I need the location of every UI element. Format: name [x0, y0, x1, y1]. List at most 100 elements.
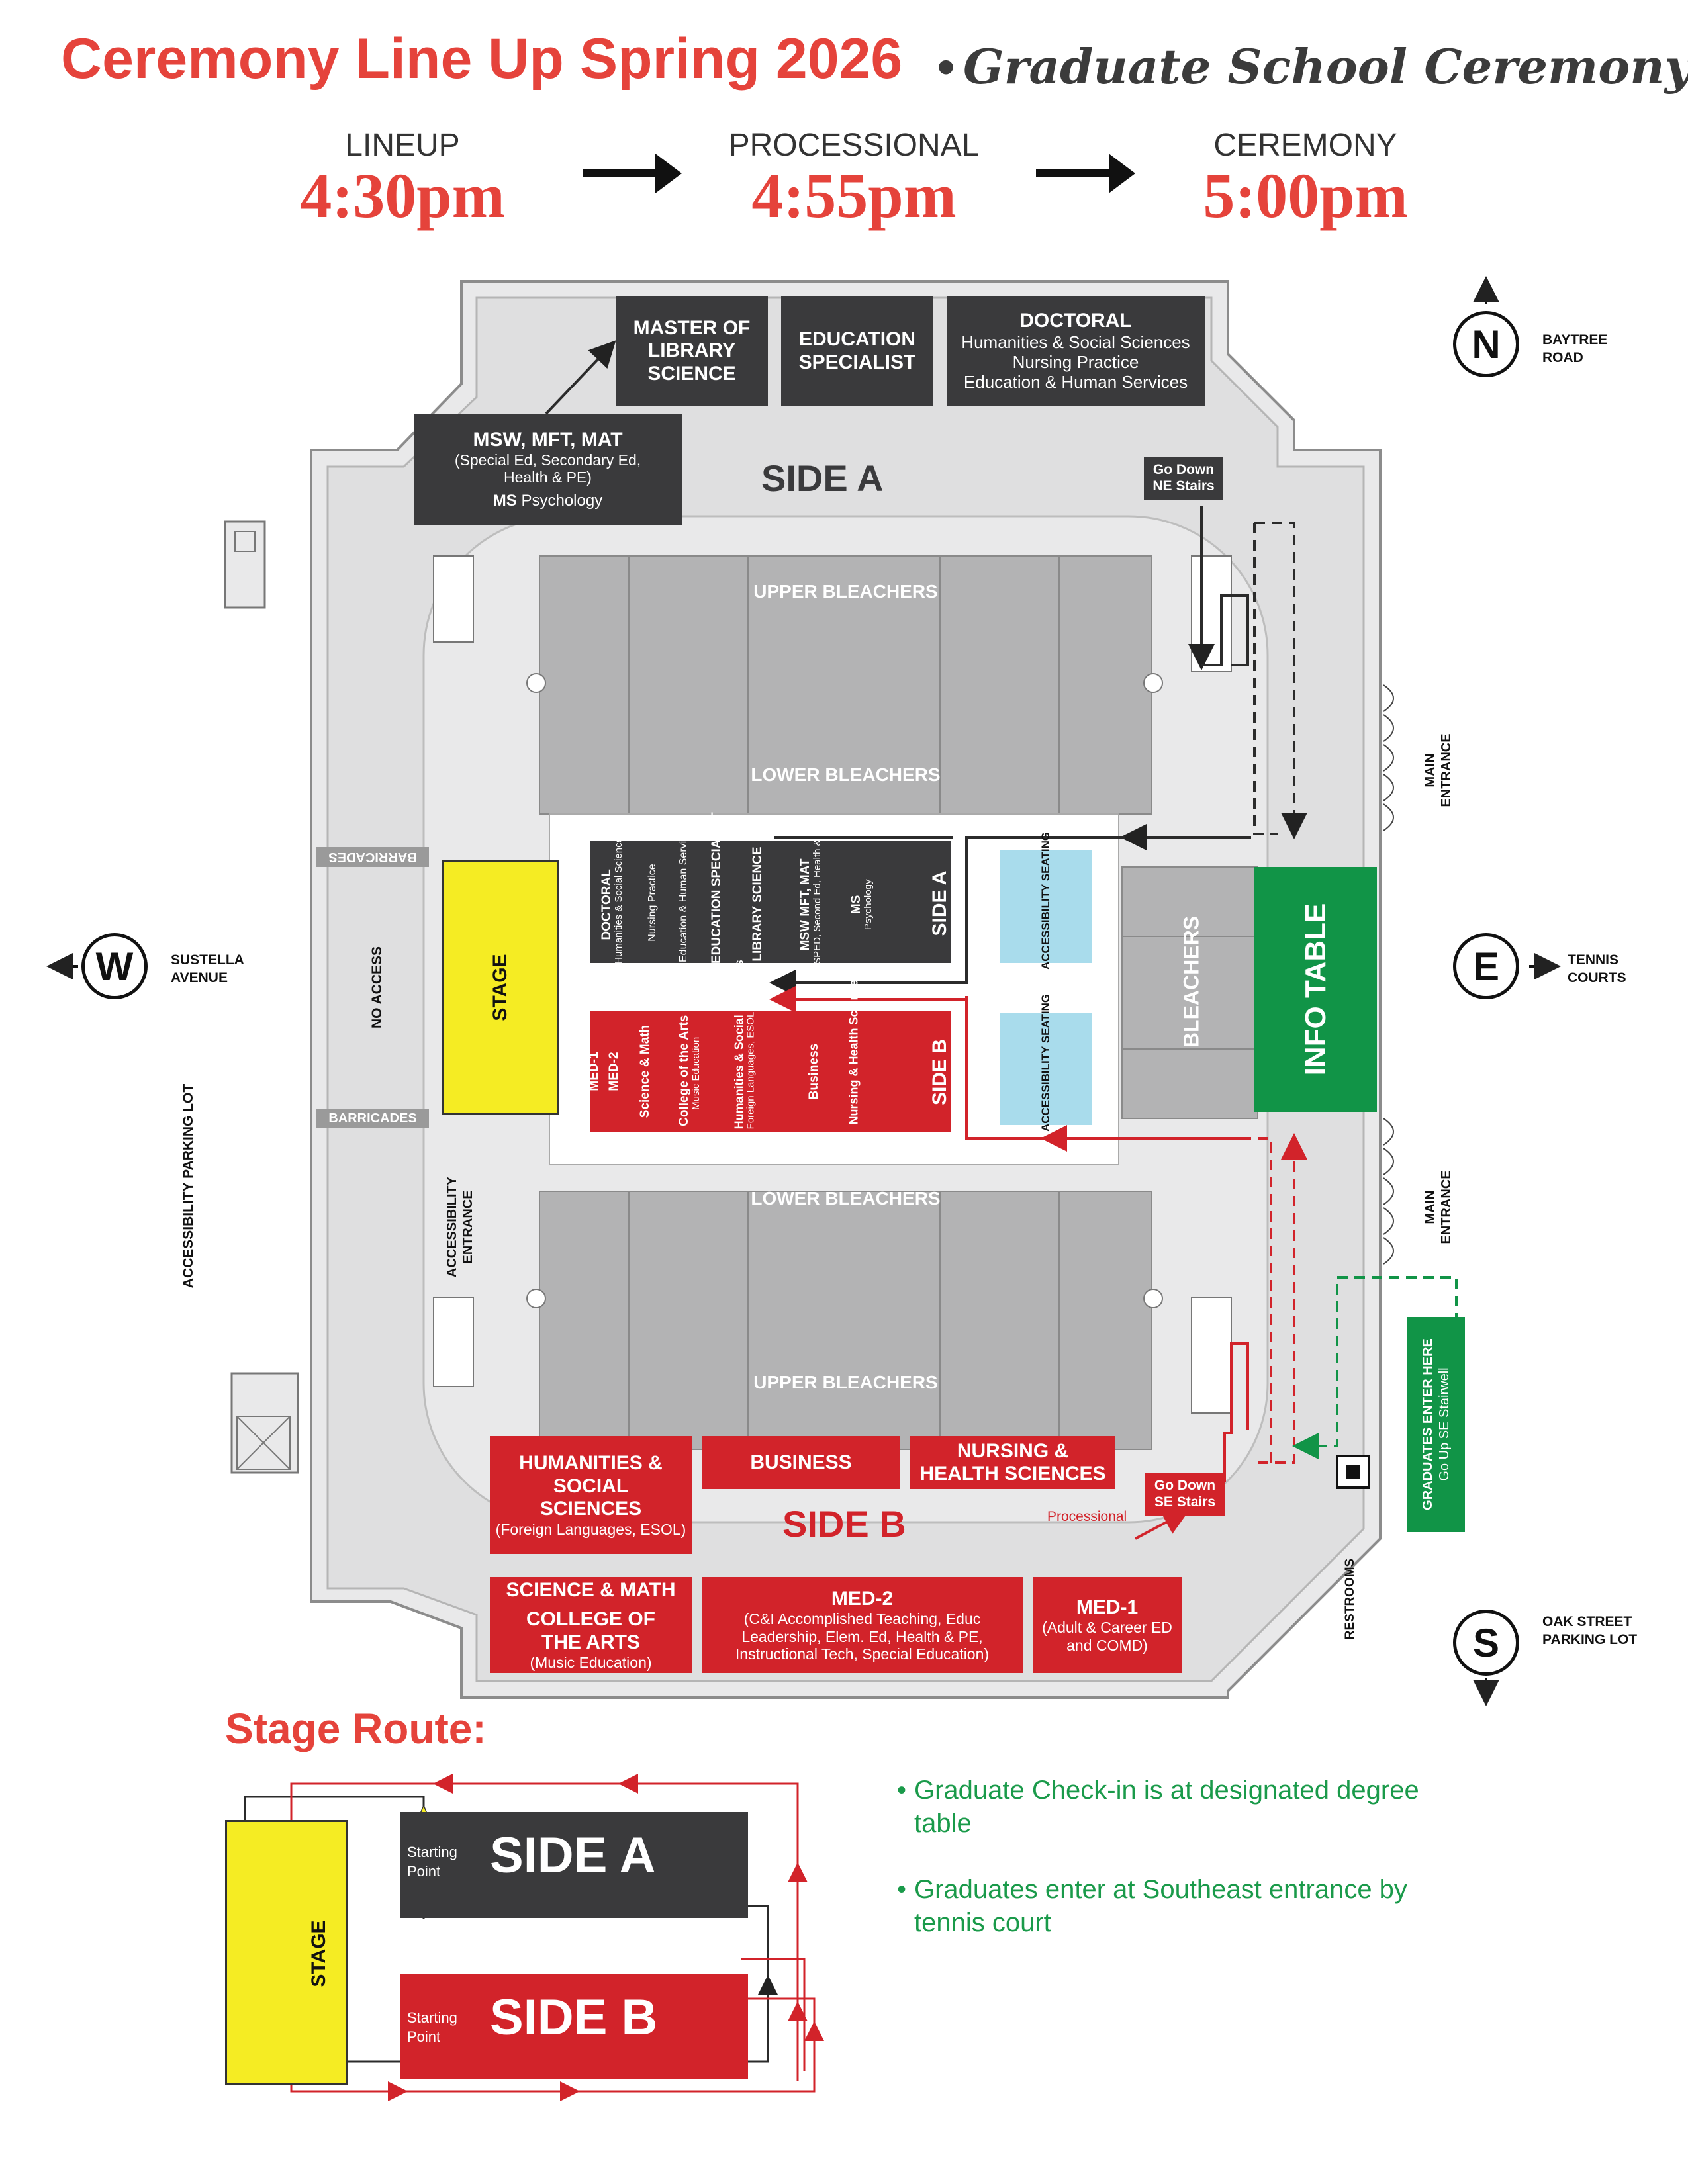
stage-route-stage [225, 1820, 348, 2085]
graduates-enter-here [1407, 1317, 1465, 1532]
floor-side-a-block [590, 841, 951, 963]
compass-south-label: OAK STREET PARKING LOT [1542, 1614, 1638, 1648]
group-science-math-label: SCIENCE & MATH [506, 1578, 676, 1601]
group-humanities-title: HUMANITIES & SOCIAL SCIENCES [519, 1452, 663, 1520]
upper-lower-bleachers-north [539, 555, 1152, 815]
group-education-specialist-label: EDUCATION SPECIALIST [798, 328, 916, 373]
group-ms-bold: MS [492, 491, 517, 510]
floor-b-col-2: Science & Math [638, 1024, 652, 1118]
floor-b-col-5: Business [807, 1043, 821, 1100]
group-med2-title: MED-2 [831, 1587, 894, 1610]
side-b-label: SIDE B [782, 1503, 906, 1545]
lower-bleachers-south-label: LOWER BLEACHERS [751, 1188, 941, 1208]
accessibility-seating-south [1000, 1013, 1092, 1125]
floor-a-col-5-lines: SPED, Second Ed, Health & PE [812, 823, 823, 964]
stage-route-side-b-label: SIDE B [490, 1989, 658, 2046]
accessibility-seating-south-label: ACCESSIBILITY SEATING [1039, 993, 1052, 1132]
compass-north: N [1453, 311, 1519, 377]
floor-a-col-6-bold: MS [849, 895, 864, 915]
floor-b-col-1: MED-2 [607, 1052, 621, 1091]
compass-east: E [1453, 933, 1519, 999]
go-down-se-line2: SE Stairs [1154, 1494, 1216, 1510]
stage [442, 860, 559, 1115]
stage-label: STAGE [489, 954, 511, 1021]
floor-a-col-4: LIBRARY SCIENCE [751, 846, 765, 962]
upper-lower-bleachers-south [539, 1191, 1152, 1450]
floor-side-b-label: SIDE B [929, 1038, 951, 1106]
floor-b-col-3-lines: Music Education [690, 1036, 702, 1110]
timeline-processional-label: PROCESSIONAL [728, 128, 980, 163]
floor-b-col-4-lines: Foreign Languages, ESOL [745, 1011, 757, 1130]
accessibility-entrance-label: ACCESSIBILITY ENTRANCE [445, 1176, 475, 1278]
go-down-ne-stairs: Go Down NE Stairs [1144, 457, 1223, 500]
graduates-enter-title: GRADUATES ENTER HERE [1421, 1338, 1435, 1510]
go-down-ne-line1: Go Down [1152, 462, 1215, 478]
floor-b-col-0: MED-1 [587, 1052, 601, 1091]
restrooms-label: RESTROOMS [1343, 1558, 1357, 1640]
floor-side-b-block [590, 1011, 951, 1132]
stage-route-side-a [400, 1812, 748, 1918]
floor-b-col-4-bold: Humanities & Social Sciences [732, 960, 746, 1130]
stage-route-side-b [400, 1974, 748, 2079]
timeline-ceremony-label: CEREMONY [1213, 128, 1397, 163]
processional-label: Processional [1047, 1509, 1127, 1524]
timeline-arrow-2 [1036, 154, 1135, 193]
group-nursing-label: NURSING & HEALTH SCIENCES [919, 1439, 1106, 1485]
compass-south: S [1453, 1610, 1519, 1676]
group-ms-rest: Psychology [521, 491, 603, 510]
timeline-arrow-1 [583, 154, 682, 193]
starting-point-a-label: Starting Point [407, 1844, 457, 1880]
accessibility-seating-north-label: ACCESSIBILITY SEATING [1039, 831, 1052, 970]
graduates-enter-sub: Go Up SE Stairwell [1437, 1367, 1452, 1481]
group-master-library-science: MASTER OF LIBRARY SCIENCE [616, 296, 768, 406]
group-college-arts-label: COLLEGE OF THE ARTS [526, 1608, 655, 1653]
compass-west-label: SUSTELLA AVENUE [171, 952, 244, 986]
stage-route-heading: Stage Route: [225, 1705, 487, 1752]
east-bleachers-label: BLEACHERS [1179, 915, 1203, 1048]
floor-a-col-1: Nursing Practice [647, 864, 658, 942]
note-checkin-text: Graduate Check-in is at designated degre… [914, 1776, 1419, 1838]
info-table-label: INFO TABLE [1299, 903, 1332, 1076]
accessibility-parking-label: ACCESSIBILITY PARKING LOT [181, 1083, 196, 1289]
group-med1-title: MED-1 [1076, 1596, 1139, 1618]
group-doctoral-title: DOCTORAL [1019, 310, 1132, 332]
floor-a-col-0-bold: DOCTORAL [600, 869, 614, 940]
timeline-lineup-time: 4:30pm [300, 160, 505, 231]
compass-east-label: TENNIS COURTS [1568, 952, 1626, 986]
go-down-se-line1: Go Down [1154, 1478, 1216, 1494]
title-separator: • [937, 37, 956, 96]
group-doctoral-line: Humanities & Social Sciences [961, 332, 1190, 352]
go-down-ne-line2: NE Stairs [1152, 478, 1215, 494]
note-enter-text: Graduates enter at Southeast entrance by… [914, 1875, 1407, 1937]
group-med-2: MED-2 (C&I Accomplished Teaching, Educ L… [702, 1577, 1023, 1673]
group-business-label: BUSINESS [750, 1451, 852, 1473]
group-education-specialist: EDUCATION SPECIALIST [781, 296, 933, 406]
upper-bleachers-south-label: UPPER BLEACHERS [753, 1372, 938, 1392]
group-msw-title: MSW, MFT, MAT [473, 428, 623, 451]
timeline-processional-time: 4:55pm [751, 160, 957, 231]
floor-a-col-0-lines: Humanities & Social Sciences [613, 832, 625, 964]
floor-b-col-6: Nursing & Health Sciences [847, 973, 861, 1125]
floor-b-col-3-bold: College of the Arts [677, 1015, 692, 1126]
go-down-se-stairs: Go Down SE Stairs [1145, 1473, 1225, 1516]
group-med2-sub: (C&I Accomplished Teaching, Educ Leaders… [735, 1610, 990, 1662]
side-a-label: SIDE A [761, 457, 884, 499]
group-med-1: MED-1 (Adult & Career ED and COMD) [1033, 1577, 1182, 1673]
main-entrance-north-label: MAIN ENTRANCE [1423, 733, 1454, 807]
group-nursing-health-sciences: NURSING & HEALTH SCIENCES [910, 1436, 1115, 1489]
floor-side-a-label: SIDE A [929, 870, 951, 936]
stage-route-stage-label: STAGE [308, 1920, 330, 1987]
starting-point-b-label: Starting Point [407, 2009, 457, 2045]
floor-a-col-6-lines: Psychology [863, 879, 874, 931]
group-humanities-sub: (Foreign Languages, ESOL) [495, 1520, 686, 1538]
no-access-label: NO ACCESS [369, 946, 385, 1029]
timeline-lineup-label: LINEUP [345, 128, 460, 163]
page-subtitle: Graduate School Ceremony [963, 38, 1688, 95]
group-med1-sub: (Adult & Career ED and COMD) [1042, 1619, 1172, 1654]
info-table [1254, 867, 1377, 1112]
accessibility-seating-north [1000, 850, 1092, 963]
page-title: Ceremony Line Up Spring 2026 [61, 27, 903, 91]
